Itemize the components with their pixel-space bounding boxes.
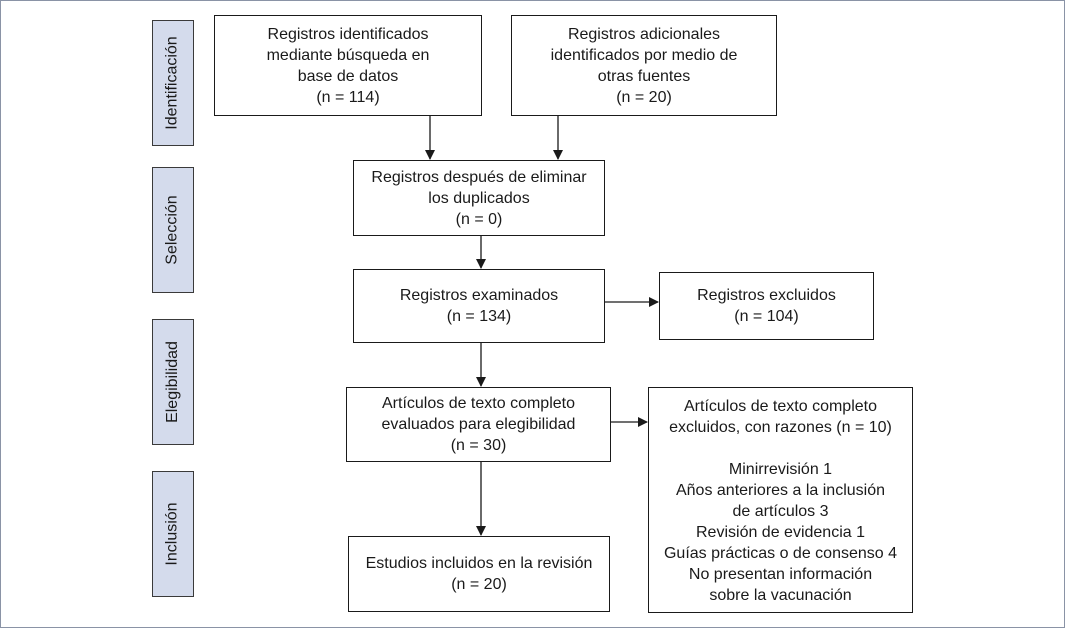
fulltext-excluded-header-1: Artículos de texto completo <box>684 398 877 415</box>
box-db-search: Registros identificados mediante búsqued… <box>214 15 482 116</box>
db-search-line-2: mediante búsqueda en <box>266 46 430 64</box>
fulltext-assessed-line-2: evaluados para elegibilidad <box>381 416 576 433</box>
fulltext-assessed-line-1: Artículos de texto completo <box>382 395 575 412</box>
fulltext-assessed-count: (n = 30) <box>450 437 507 454</box>
exclusion-reason: Revisión de evidencia 1 <box>696 524 865 541</box>
screened-count: (n = 134) <box>446 308 512 325</box>
fulltext-excluded-header-2: excluidos, con razones (n = 10) <box>669 419 892 436</box>
box-included: Estudios incluidos en la revisión (n = 2… <box>348 536 610 612</box>
other-sources-line-1: Registros adicionales <box>567 25 721 43</box>
box-excluded: Registros excluidos (n = 104) <box>659 272 874 340</box>
exclusion-reason: de artículos 3 <box>732 503 829 520</box>
excluded-line-1: Registros excluidos <box>697 287 836 304</box>
included-line-1: Estudios incluidos en la revisión <box>365 555 593 572</box>
exclusion-reason: Guías prácticas o de consenso 4 <box>663 545 898 562</box>
phase-inclusion: Inclusión <box>152 471 194 597</box>
after-duplicates-count: (n = 0) <box>455 210 503 228</box>
box-after-duplicates: Registros después de eliminar los duplic… <box>353 160 605 236</box>
phase-identificacion: Identificación <box>152 20 194 146</box>
exclusion-reason: Minirrevisión 1 <box>728 461 833 478</box>
phase-seleccion: Selección <box>152 167 194 293</box>
after-duplicates-line-2: los duplicados <box>428 189 530 207</box>
box-screened: Registros examinados (n = 134) <box>353 269 605 343</box>
included-count: (n = 20) <box>451 576 507 593</box>
other-sources-line-3: otras fuentes <box>597 67 691 85</box>
screened-line-1: Registros examinados <box>399 287 559 304</box>
db-search-line-1: Registros identificados <box>267 25 429 43</box>
exclusion-reason: Años anteriores a la inclusión <box>675 482 885 499</box>
after-duplicates-line-1: Registros después de eliminar <box>371 168 587 186</box>
exclusion-reason: sobre la vacunación <box>709 587 852 604</box>
phase-elegibilidad: Elegibilidad <box>152 319 194 445</box>
box-other-sources: Registros adicionales identificados por … <box>511 15 777 116</box>
exclusion-reason: No presentan información <box>688 566 873 583</box>
other-sources-line-2: identificados por medio de <box>550 46 738 64</box>
db-search-count: (n = 114) <box>316 88 380 106</box>
excluded-count: (n = 104) <box>734 308 799 325</box>
box-fulltext-excluded: Artículos de texto completo excluidos, c… <box>648 387 913 613</box>
box-fulltext-assessed: Artículos de texto completo evaluados pa… <box>346 387 611 462</box>
other-sources-count: (n = 20) <box>616 88 672 106</box>
db-search-line-3: base de datos <box>297 67 399 85</box>
